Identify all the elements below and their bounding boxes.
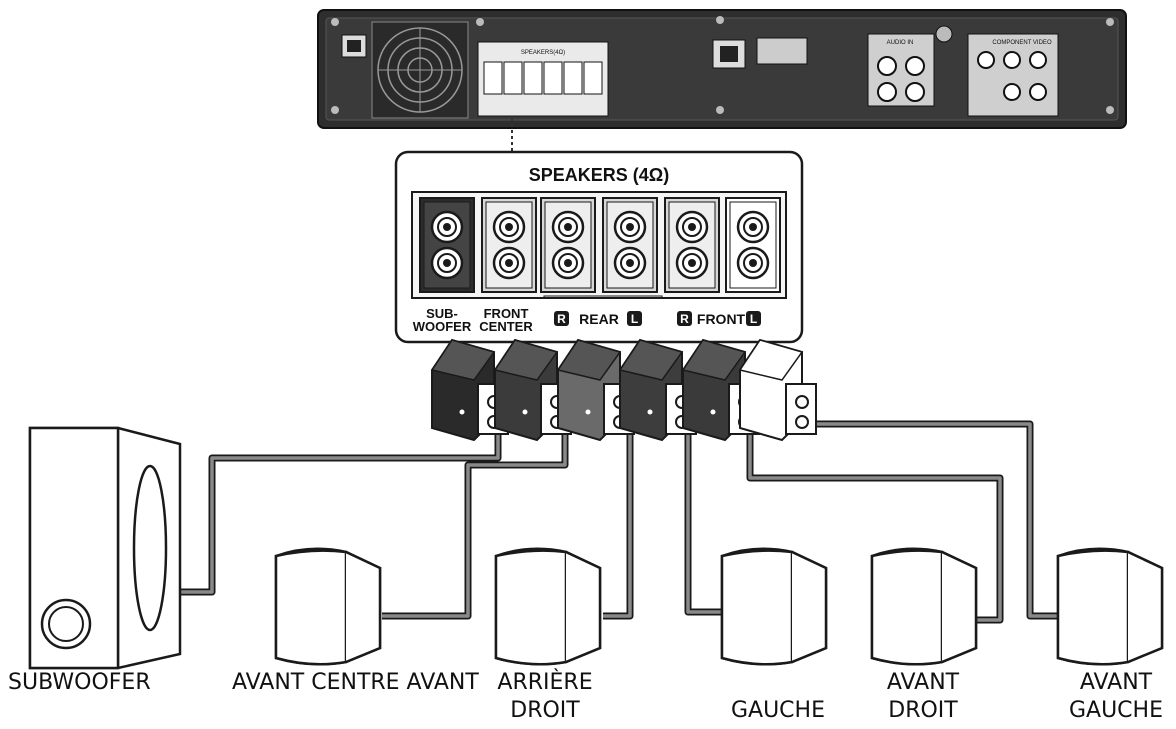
audio-in-label: AUDIO IN [887,40,914,46]
caption-avant-gauche-2: GAUCHE [1068,698,1163,723]
speaker-arriere-droit [494,547,602,666]
label-center: CENTER [479,319,533,334]
label-woofer: WOOFER [413,319,472,334]
caption-avant-droit-1: AVANT [886,670,960,695]
speaker-panel-title: SPEAKERS (4Ω) [529,165,669,185]
power-socket-icon [341,34,367,58]
l-badge-front-text: L [750,312,757,326]
speaker-avant-gauche [1056,547,1164,666]
caption-arriere-2: DROIT [510,698,580,723]
receiver-unit: SPEAKERS(4Ω) AUDIO IN COMPONENT VIDEO [317,9,1127,129]
terminal-rear-r [540,197,596,293]
terminal-front-center [481,197,537,293]
terminal-front-r [664,197,720,293]
caption-subwoofer: SUBWOOFER [8,670,151,695]
plug-front-l [738,338,817,442]
r-badge-rear [554,311,569,326]
connector-plugs [430,338,817,442]
plug-rear-r [556,338,635,442]
terminal-front-l [725,197,781,293]
terminal-subwoofer [419,197,475,293]
r-badge-front-text: R [680,312,689,326]
speaker-avant-centre [274,547,382,666]
subwoofer-speaker [28,426,182,670]
component-video-jacks: COMPONENT VIDEO [967,33,1059,117]
label-sub: SUB- [426,306,458,321]
l-badge-rear-text: L [631,312,638,326]
speaker-avant-droit [870,547,978,666]
caption-avant-droit-2: DROIT [888,698,958,723]
caption-arriere-1: ARRIÈRE [497,670,593,695]
r-badge-front [677,311,692,326]
terminal-rear-l [602,197,658,293]
front-label: FRONT [697,311,746,327]
caption-avant-gauche-1: AVANT [1079,670,1153,695]
l-badge-front [746,311,761,326]
r-badge-rear-text: R [557,312,566,326]
audio-in-jacks: AUDIO IN [867,33,935,107]
receiver-speaker-terminals: SPEAKERS(4Ω) [477,41,609,117]
rear-label: REAR [579,311,619,327]
cables-inner [178,422,1062,622]
speaker-panel-enlarged: SPEAKERS (4Ω) SUB- WOOFER FRONT CENTER R… [394,150,804,344]
receiver-speakers-label: SPEAKERS(4Ω) [521,50,565,56]
label-front: FRONT [484,306,529,321]
caption-gauche: GAUCHE [730,698,825,723]
panel-terminals [419,197,781,293]
satellite-speakers [274,547,1164,666]
caption-avant-centre: AVANT CENTRE AVANT [232,670,479,695]
component-video-label: COMPONENT VIDEO [992,40,1052,46]
l-badge-rear [627,311,642,326]
speaker-gauche [720,547,828,666]
fan-grille-icon [371,21,469,119]
